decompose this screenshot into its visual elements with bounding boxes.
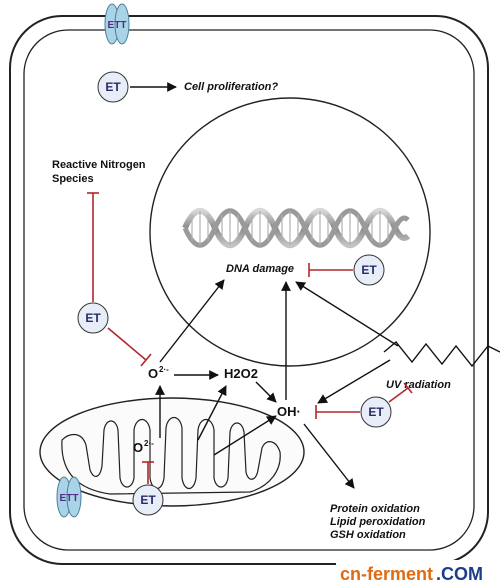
ett-label-top: ETT [108,20,127,31]
ett-label-mito: ETT [60,493,79,504]
cell-proliferation-label: Cell proliferation? [184,81,278,93]
protein-oxidation-label: Protein oxidation [330,503,420,515]
mito-transporter: ETT [56,476,82,518]
cell-membrane-inner [23,29,475,551]
activation-arrows [130,82,399,489]
lipid-peroxidation-label: Lipid peroxidation [330,516,426,528]
rns-label-line1: Reactive Nitrogen [52,159,146,171]
svg-text:2·-: 2·- [159,365,169,374]
et-node-dna: ET [353,254,385,286]
svg-text:ET: ET [105,80,121,94]
et-node-proliferation: ET [97,71,129,103]
inhibition-lines [87,192,413,484]
mitochondrion [39,397,305,507]
svg-text:ET: ET [361,263,377,277]
svg-text:ET: ET [368,405,384,419]
hydroxyl-radical-label: OH· [277,404,301,419]
uv-wave-icon [383,341,500,368]
svg-text:O: O [133,440,143,455]
cell-membrane [9,15,489,565]
svg-text:O: O [148,366,158,381]
gsh-oxidation-label: GSH oxidation [330,529,406,541]
membrane-transporter-top: ETT [104,3,130,45]
uv-radiation-label: UV radiation [386,379,451,391]
nucleus [149,97,431,367]
svg-text:2·-: 2·- [144,439,154,448]
svg-text:ET: ET [85,311,101,325]
dna-helix-icon [182,207,411,249]
superoxide-main: O 2·- [148,365,169,381]
svg-text:ET: ET [140,493,156,507]
et-node-superoxide: ET [77,302,109,334]
superoxide-mito: O 2·- [133,439,154,455]
et-node-hydroxyl: ET [360,396,392,428]
h2o2-label: H2O2 [224,366,258,381]
watermark: cn-ferment .COM [336,560,500,585]
dna-damage-label: DNA damage [226,263,294,275]
rns-label-line2: Species [52,173,94,185]
svg-text:.COM: .COM [436,564,483,584]
svg-text:cn-ferment: cn-ferment [340,564,433,584]
et-node-mito: ET [132,484,164,516]
